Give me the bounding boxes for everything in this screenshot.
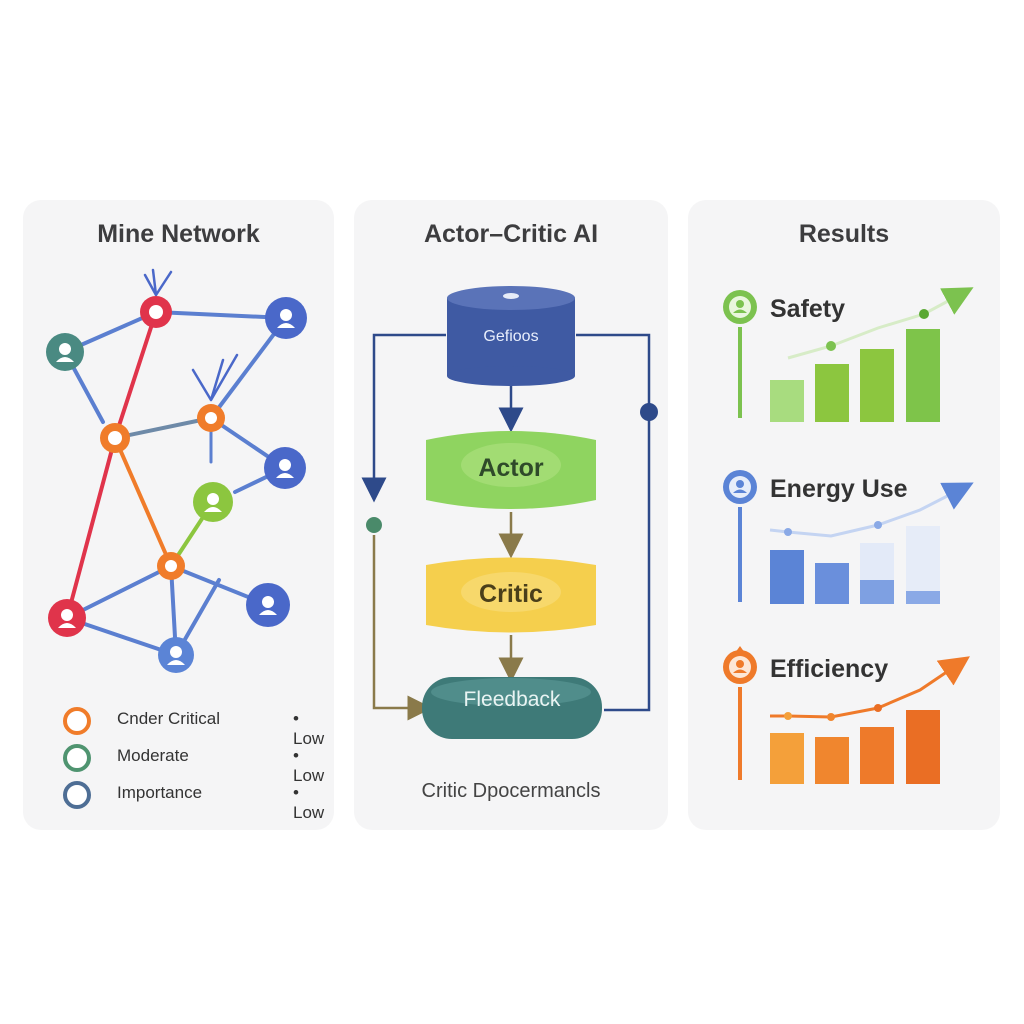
top-cylinder	[447, 286, 575, 386]
energy-metric	[723, 470, 974, 604]
energy-bar	[860, 580, 894, 604]
results-charts	[723, 287, 974, 784]
node-orange	[197, 404, 225, 432]
energy-bar	[815, 563, 849, 604]
energy-point	[874, 521, 882, 529]
edge	[113, 436, 173, 568]
efficiency-bar	[906, 710, 940, 784]
actor-critic-caption: Critic Dpocermancls	[421, 780, 601, 802]
right-loop-line	[576, 333, 651, 712]
actor-critic-title: Actor–Critic AI	[423, 220, 599, 248]
efficiency-bar	[860, 727, 894, 784]
feedback-label: Fleedback	[463, 688, 561, 711]
critic-block	[426, 557, 596, 633]
safety-point	[919, 309, 929, 319]
node-orange	[157, 552, 185, 580]
legend-ring-icon	[63, 781, 91, 809]
legend-label: Moderate	[117, 746, 189, 765]
safety-user-icon	[723, 290, 757, 324]
node-user-red	[48, 599, 86, 637]
legend-row-critical: Cnder Critical • Low	[63, 705, 324, 748]
left-loop-dot	[366, 517, 382, 533]
safety-bar	[860, 349, 894, 422]
legend-label: Cnder Critical	[117, 709, 220, 728]
safety-point	[826, 341, 836, 351]
legend-value: • Low	[293, 783, 325, 822]
node-user-blue	[158, 637, 194, 673]
safety-bar	[906, 329, 940, 422]
results-panel: Results	[688, 200, 1000, 830]
left-feedback-line	[372, 535, 433, 721]
results-title: Results	[798, 220, 890, 248]
legend-ring-icon	[63, 707, 91, 735]
efficiency-point	[827, 713, 835, 721]
edge	[65, 436, 117, 620]
efficiency-point	[874, 704, 882, 712]
edge	[65, 616, 178, 657]
legend-row-moderate: Moderate • Low	[63, 742, 324, 785]
actor-critic-diagram	[361, 286, 658, 739]
node-user-blue	[265, 297, 307, 339]
left-loop-line	[361, 333, 446, 503]
node-user-teal	[46, 333, 84, 371]
mine-network-panel: Mine Network	[23, 200, 334, 830]
node-critical-red	[140, 296, 172, 328]
safety-metric	[723, 287, 974, 422]
safety-trend	[787, 287, 974, 360]
legend-ring-icon	[63, 744, 91, 772]
edge	[113, 416, 213, 440]
node-user-green	[193, 482, 233, 522]
energy-user-icon	[723, 470, 757, 504]
energy-use-label: Energy Use	[770, 475, 908, 503]
efficiency-bar	[770, 733, 804, 784]
network-nodes	[46, 296, 307, 673]
network-graph	[46, 268, 307, 673]
node-orange	[100, 423, 130, 453]
legend-label: Importance	[117, 783, 203, 802]
node-user-blue	[246, 583, 290, 627]
safety-bar	[815, 364, 849, 422]
efficiency-point	[784, 712, 792, 720]
node-user-blue	[264, 447, 306, 489]
legend-value: • Low	[293, 746, 325, 785]
legend-row-importance: Importance • Low	[63, 779, 324, 822]
efficiency-metric	[723, 646, 970, 784]
actor-critic-panel: Actor–Critic AI	[354, 200, 668, 830]
edge	[154, 310, 288, 320]
energy-point	[784, 528, 792, 536]
legend-value: • Low	[293, 709, 325, 748]
energy-bar	[770, 550, 804, 604]
safety-bar	[770, 380, 804, 422]
critic-label: Critic	[479, 580, 543, 608]
safety-label: Safety	[770, 295, 846, 323]
top-node-label: Gefioos	[483, 328, 539, 345]
branch-sprig	[191, 353, 239, 402]
mine-network-title: Mine Network	[97, 220, 260, 248]
energy-bar	[906, 591, 940, 604]
feedback-block	[422, 677, 602, 739]
branch-sprig	[143, 268, 173, 297]
actor-label: Actor	[478, 454, 544, 482]
actor-block	[426, 431, 596, 509]
efficiency-bar	[815, 737, 849, 784]
efficiency-flame-icon	[723, 646, 757, 684]
efficiency-label: Efficiency	[770, 655, 889, 683]
edge	[113, 310, 158, 440]
right-loop-dot	[640, 403, 658, 421]
edge	[65, 564, 173, 620]
